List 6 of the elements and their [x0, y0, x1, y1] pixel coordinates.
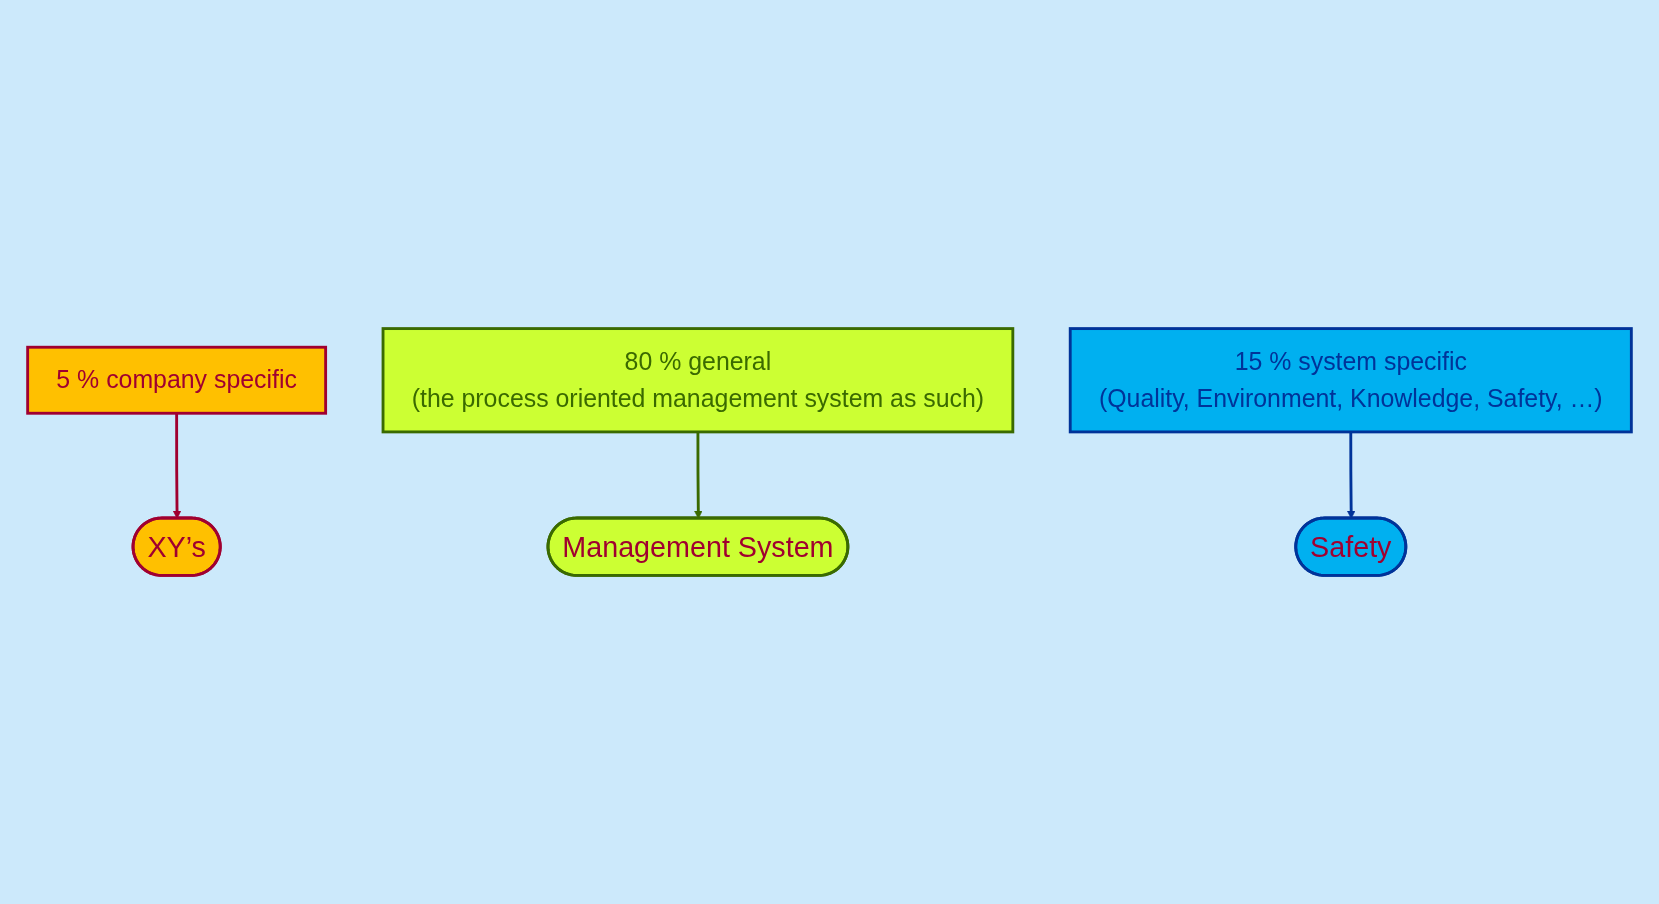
arrow [694, 431, 703, 519]
node-box: 5 % company specific [26, 345, 328, 415]
arrow [172, 413, 182, 519]
node-box: 80 % general (the process oriented management system as such) [381, 327, 1015, 434]
node-box: 15 % system specific (Quality, Environment, Knowledge, Safety, …) [1068, 327, 1633, 434]
arrow [1346, 431, 1356, 519]
